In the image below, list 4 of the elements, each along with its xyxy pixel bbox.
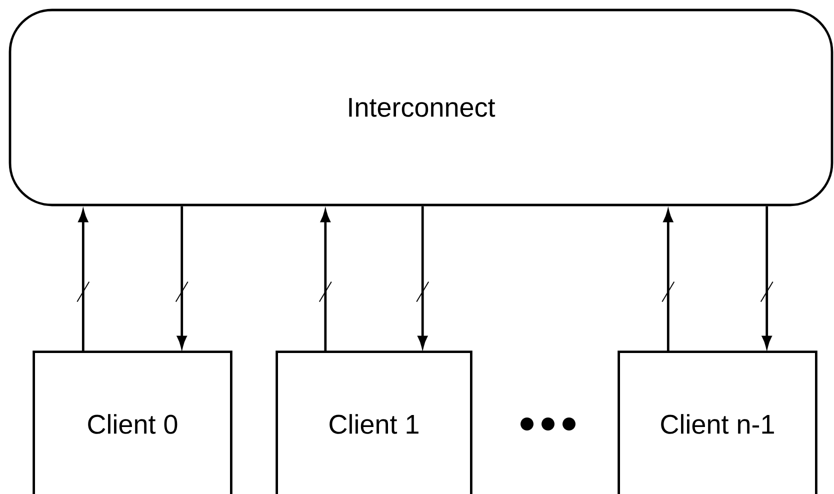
client-box: Client 1: [276, 350, 472, 494]
client-box: Client 0: [32, 350, 232, 494]
client-box: Client n-1: [618, 350, 818, 494]
interconnect-box: Interconnect: [8, 8, 834, 206]
